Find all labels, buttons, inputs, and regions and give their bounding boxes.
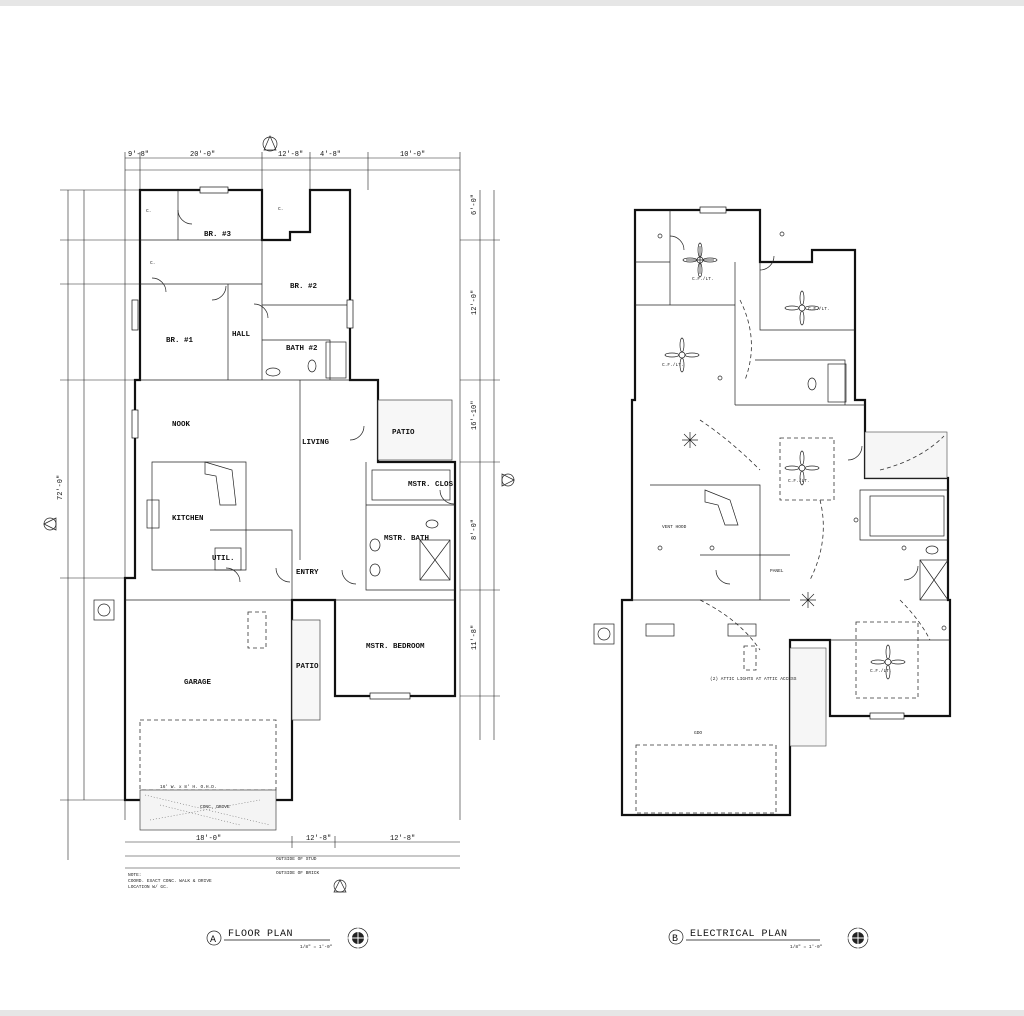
light-fixture-icon	[682, 432, 698, 448]
room-util: UTIL.	[212, 555, 235, 563]
floor-plan-letter: A	[210, 935, 217, 946]
room-br2: BR. #2	[290, 283, 318, 291]
room-mstr-clos: MSTR. CLOS.	[408, 481, 458, 489]
room-mstr-bath: MSTR. BATH	[384, 535, 429, 543]
floor-plan-scale: 1/8" = 1'-0"	[300, 944, 333, 950]
north-arrow-icon	[262, 135, 278, 152]
room-br3: BR. #3	[204, 231, 232, 239]
gdo-label: GDO	[694, 730, 702, 736]
ceiling-fan-icon	[682, 242, 718, 278]
room-patio-top: PATIO	[392, 429, 415, 437]
room-br1: BR. #1	[166, 337, 194, 345]
compass-icon	[846, 926, 870, 950]
dim-bottom-3: 12'-8"	[390, 835, 415, 843]
vent-hood-label: VENT HOOD	[662, 524, 687, 530]
room-closet-1: C.	[278, 206, 283, 212]
panel-label: PANEL	[770, 568, 784, 574]
dim-right-3: 16'-10"	[471, 401, 479, 430]
floor-plan: 9'-8" 20'-0" 12'-8" 4'-8" 10'-0" 72'-0" …	[43, 135, 515, 950]
room-bath2: BATH #2	[286, 345, 318, 353]
ceiling-fan-icon	[784, 450, 820, 486]
room-mstr-bedroom: MSTR. BEDROOM	[366, 643, 425, 651]
attic-lights-label: (2) ATTIC LIGHTS AT ATTIC ACCESS	[710, 676, 797, 682]
room-hall: HALL	[232, 331, 251, 339]
room-living: LIVING	[302, 439, 330, 447]
dim-right-2: 12'-0"	[471, 290, 479, 315]
note-line-1: COORD. EXACT CONC. WALK & DRIVE	[128, 878, 212, 884]
electrical-plan-title: ELECTRICAL PLAN	[690, 929, 788, 940]
room-entry: ENTRY	[296, 569, 319, 577]
ac-unit-icon	[593, 623, 615, 645]
fan-label-5: C.F./LT.	[870, 668, 892, 674]
room-garage: GARAGE	[184, 679, 212, 687]
room-nook: NOOK	[172, 421, 191, 429]
dim-right-5: 11'-8"	[471, 625, 479, 650]
electrical-plan: C.F./LT. C.F./LT. C.F./LT. C.F./LT. C.F.…	[593, 206, 952, 950]
light-fixture-icon	[800, 592, 816, 608]
dim-right-4: 8'-0"	[471, 519, 479, 540]
ac-unit-icon	[93, 599, 115, 621]
electrical-plan-letter: B	[672, 934, 679, 945]
note-outside-stud: OUTSIDE OF STUD	[276, 856, 317, 862]
dim-top-1: 9'-8"	[128, 151, 149, 159]
room-patio-front: PATIO	[296, 663, 319, 671]
fan-label-3: C.F./LT.	[662, 362, 684, 368]
fan-label-2: C.F./LT.	[808, 306, 830, 312]
dim-top-4: 4'-8"	[320, 151, 341, 159]
ceiling-fan-icon	[784, 290, 820, 326]
room-closet-3: C.	[146, 208, 151, 214]
dim-bottom-2: 12'-8"	[306, 835, 331, 843]
electrical-plan-scale: 1/8" = 1'-0"	[790, 944, 823, 950]
dim-bottom-1: 18'-0"	[196, 835, 221, 843]
garage-door-note: 16' W. x 8' H. O.H.D.	[160, 784, 217, 790]
note-heading: NOTE:	[128, 872, 142, 878]
room-kitchen: KITCHEN	[172, 515, 204, 523]
fan-label-1: C.F./LT.	[692, 276, 714, 282]
dim-right-1: 6'-0"	[471, 194, 479, 215]
dim-top-3: 12'-8"	[278, 151, 303, 159]
section-marker-left-icon	[43, 517, 57, 531]
compass-icon	[346, 926, 370, 950]
electrical-plan-title-block: B ELECTRICAL PLAN 1/8" = 1'-0"	[668, 926, 870, 950]
north-arrow-bottom-icon	[333, 879, 347, 893]
ceiling-fan-icon	[870, 644, 906, 680]
ceiling-fan-icon	[664, 337, 700, 373]
dim-top-2: 20'-0"	[190, 151, 215, 159]
room-closet-2: C.	[150, 260, 155, 266]
floor-plan-title: FLOOR PLAN	[228, 929, 293, 940]
section-marker-right-icon	[501, 473, 515, 487]
fan-label-4: C.F./LT.	[788, 478, 810, 484]
dim-left-total: 72'-0"	[57, 475, 65, 500]
conc-drive-note: CONC. DRIVE	[200, 804, 230, 810]
note-outside-brick: OUTSIDE OF BRICK	[276, 870, 320, 876]
floor-plan-title-block: A FLOOR PLAN 1/8" = 1'-0"	[206, 926, 370, 950]
dim-top-5: 10'-0"	[400, 151, 425, 159]
note-line-2: LOCATION W/ GC.	[128, 884, 169, 890]
